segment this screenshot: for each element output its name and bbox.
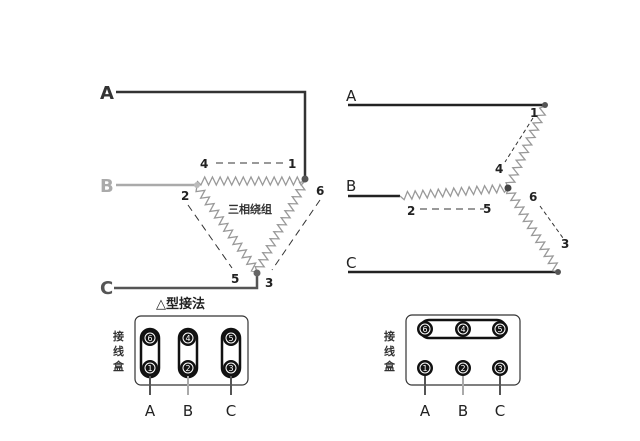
dashed-guide bbox=[504, 117, 534, 163]
terminal-number: 2 bbox=[460, 364, 465, 373]
dashed-guide bbox=[271, 199, 321, 271]
terminal-post bbox=[455, 360, 471, 376]
phase-label: A bbox=[145, 402, 156, 420]
line-label-c: C bbox=[100, 278, 113, 299]
end-label-6: 6 bbox=[316, 184, 324, 198]
terminal-number: 6 bbox=[422, 325, 427, 334]
terminal-ring bbox=[182, 332, 194, 344]
end-label-1: 1 bbox=[530, 106, 538, 120]
end-label-2: 2 bbox=[407, 204, 415, 218]
terminal-ring bbox=[419, 323, 431, 335]
terminal-number: 5 bbox=[228, 334, 233, 343]
line-label-a: A bbox=[346, 87, 357, 105]
winding-label: 三相绕组 bbox=[228, 202, 272, 216]
line-label-a: A bbox=[100, 83, 114, 104]
end-label-1: 1 bbox=[288, 157, 296, 171]
end-label-5: 5 bbox=[483, 202, 491, 216]
terminal-ring bbox=[457, 362, 469, 374]
terminal-number: 1 bbox=[422, 364, 427, 373]
terminal-number: 5 bbox=[497, 325, 502, 334]
terminal-number: 4 bbox=[460, 325, 465, 334]
line-label-c: C bbox=[346, 254, 356, 272]
terminal-number: 2 bbox=[185, 364, 190, 373]
star-point-dot bbox=[504, 184, 512, 192]
end-label-4: 4 bbox=[495, 162, 503, 176]
box-label-char: 接线盒 bbox=[112, 329, 125, 373]
dashed-guide bbox=[187, 204, 233, 269]
box-label: 接线盒 bbox=[383, 329, 396, 373]
phase-label: B bbox=[458, 402, 468, 420]
junction-dot bbox=[301, 175, 309, 183]
winding-coil bbox=[254, 180, 307, 273]
phase-label: B bbox=[183, 402, 193, 420]
end-label-4: 4 bbox=[200, 157, 208, 171]
terminal-ring bbox=[225, 332, 237, 344]
line-label-b: B bbox=[100, 176, 114, 197]
junction-dot bbox=[555, 269, 561, 275]
box-label-char: 接线盒 bbox=[383, 329, 396, 373]
terminal-box bbox=[134, 315, 249, 386]
junction-dot bbox=[194, 182, 200, 188]
phase-label: A bbox=[420, 402, 431, 420]
terminal-ring bbox=[494, 323, 506, 335]
box-label: 接线盒 bbox=[112, 329, 125, 373]
winding-coil bbox=[399, 183, 509, 201]
junction-dot bbox=[542, 102, 548, 108]
terminal-number: 1 bbox=[147, 364, 152, 373]
terminal-post bbox=[142, 360, 158, 376]
end-label-2: 2 bbox=[181, 189, 189, 203]
terminal-number: 4 bbox=[185, 334, 190, 343]
terminal-number: 3 bbox=[497, 364, 502, 373]
terminal-ring bbox=[144, 332, 156, 344]
terminal-post bbox=[417, 321, 433, 337]
terminal-ring bbox=[144, 362, 156, 374]
terminal-number: 6 bbox=[147, 334, 152, 343]
end-label-5: 5 bbox=[231, 272, 239, 286]
line-label-b: B bbox=[346, 177, 356, 195]
terminal-ring bbox=[182, 362, 194, 374]
terminal-post bbox=[492, 360, 508, 376]
terminal-post bbox=[223, 330, 239, 346]
terminal-ring bbox=[494, 362, 506, 374]
terminal-post bbox=[180, 360, 196, 376]
delta-connection: A B C 4 1 2 6 5 3 三相绕组 △型接法 接线盒 61A42B53… bbox=[100, 83, 324, 420]
delta-title: △型接法 bbox=[156, 296, 205, 312]
wire-a bbox=[116, 90, 307, 178]
dashed-guide bbox=[539, 205, 564, 239]
terminal-post bbox=[417, 360, 433, 376]
end-label-3: 3 bbox=[561, 237, 569, 251]
end-label-6: 6 bbox=[529, 190, 537, 204]
terminal-post bbox=[180, 330, 196, 346]
terminal-number: 3 bbox=[228, 364, 233, 373]
phase-label: C bbox=[226, 402, 236, 420]
winding-coil bbox=[195, 185, 258, 273]
terminal-ring bbox=[457, 323, 469, 335]
junction-dot bbox=[253, 269, 261, 277]
winding-coil bbox=[505, 105, 547, 189]
winding-coil bbox=[196, 175, 306, 187]
phase-label: C bbox=[495, 402, 505, 420]
wire-c bbox=[114, 273, 259, 290]
terminal-post bbox=[455, 321, 471, 337]
terminal-ring bbox=[225, 362, 237, 374]
end-label-3: 3 bbox=[265, 276, 273, 290]
terminal-post bbox=[492, 321, 508, 337]
terminal-ring bbox=[419, 362, 431, 374]
terminal-post bbox=[142, 330, 158, 346]
terminal-post bbox=[223, 360, 239, 376]
winding-coil bbox=[505, 187, 559, 273]
